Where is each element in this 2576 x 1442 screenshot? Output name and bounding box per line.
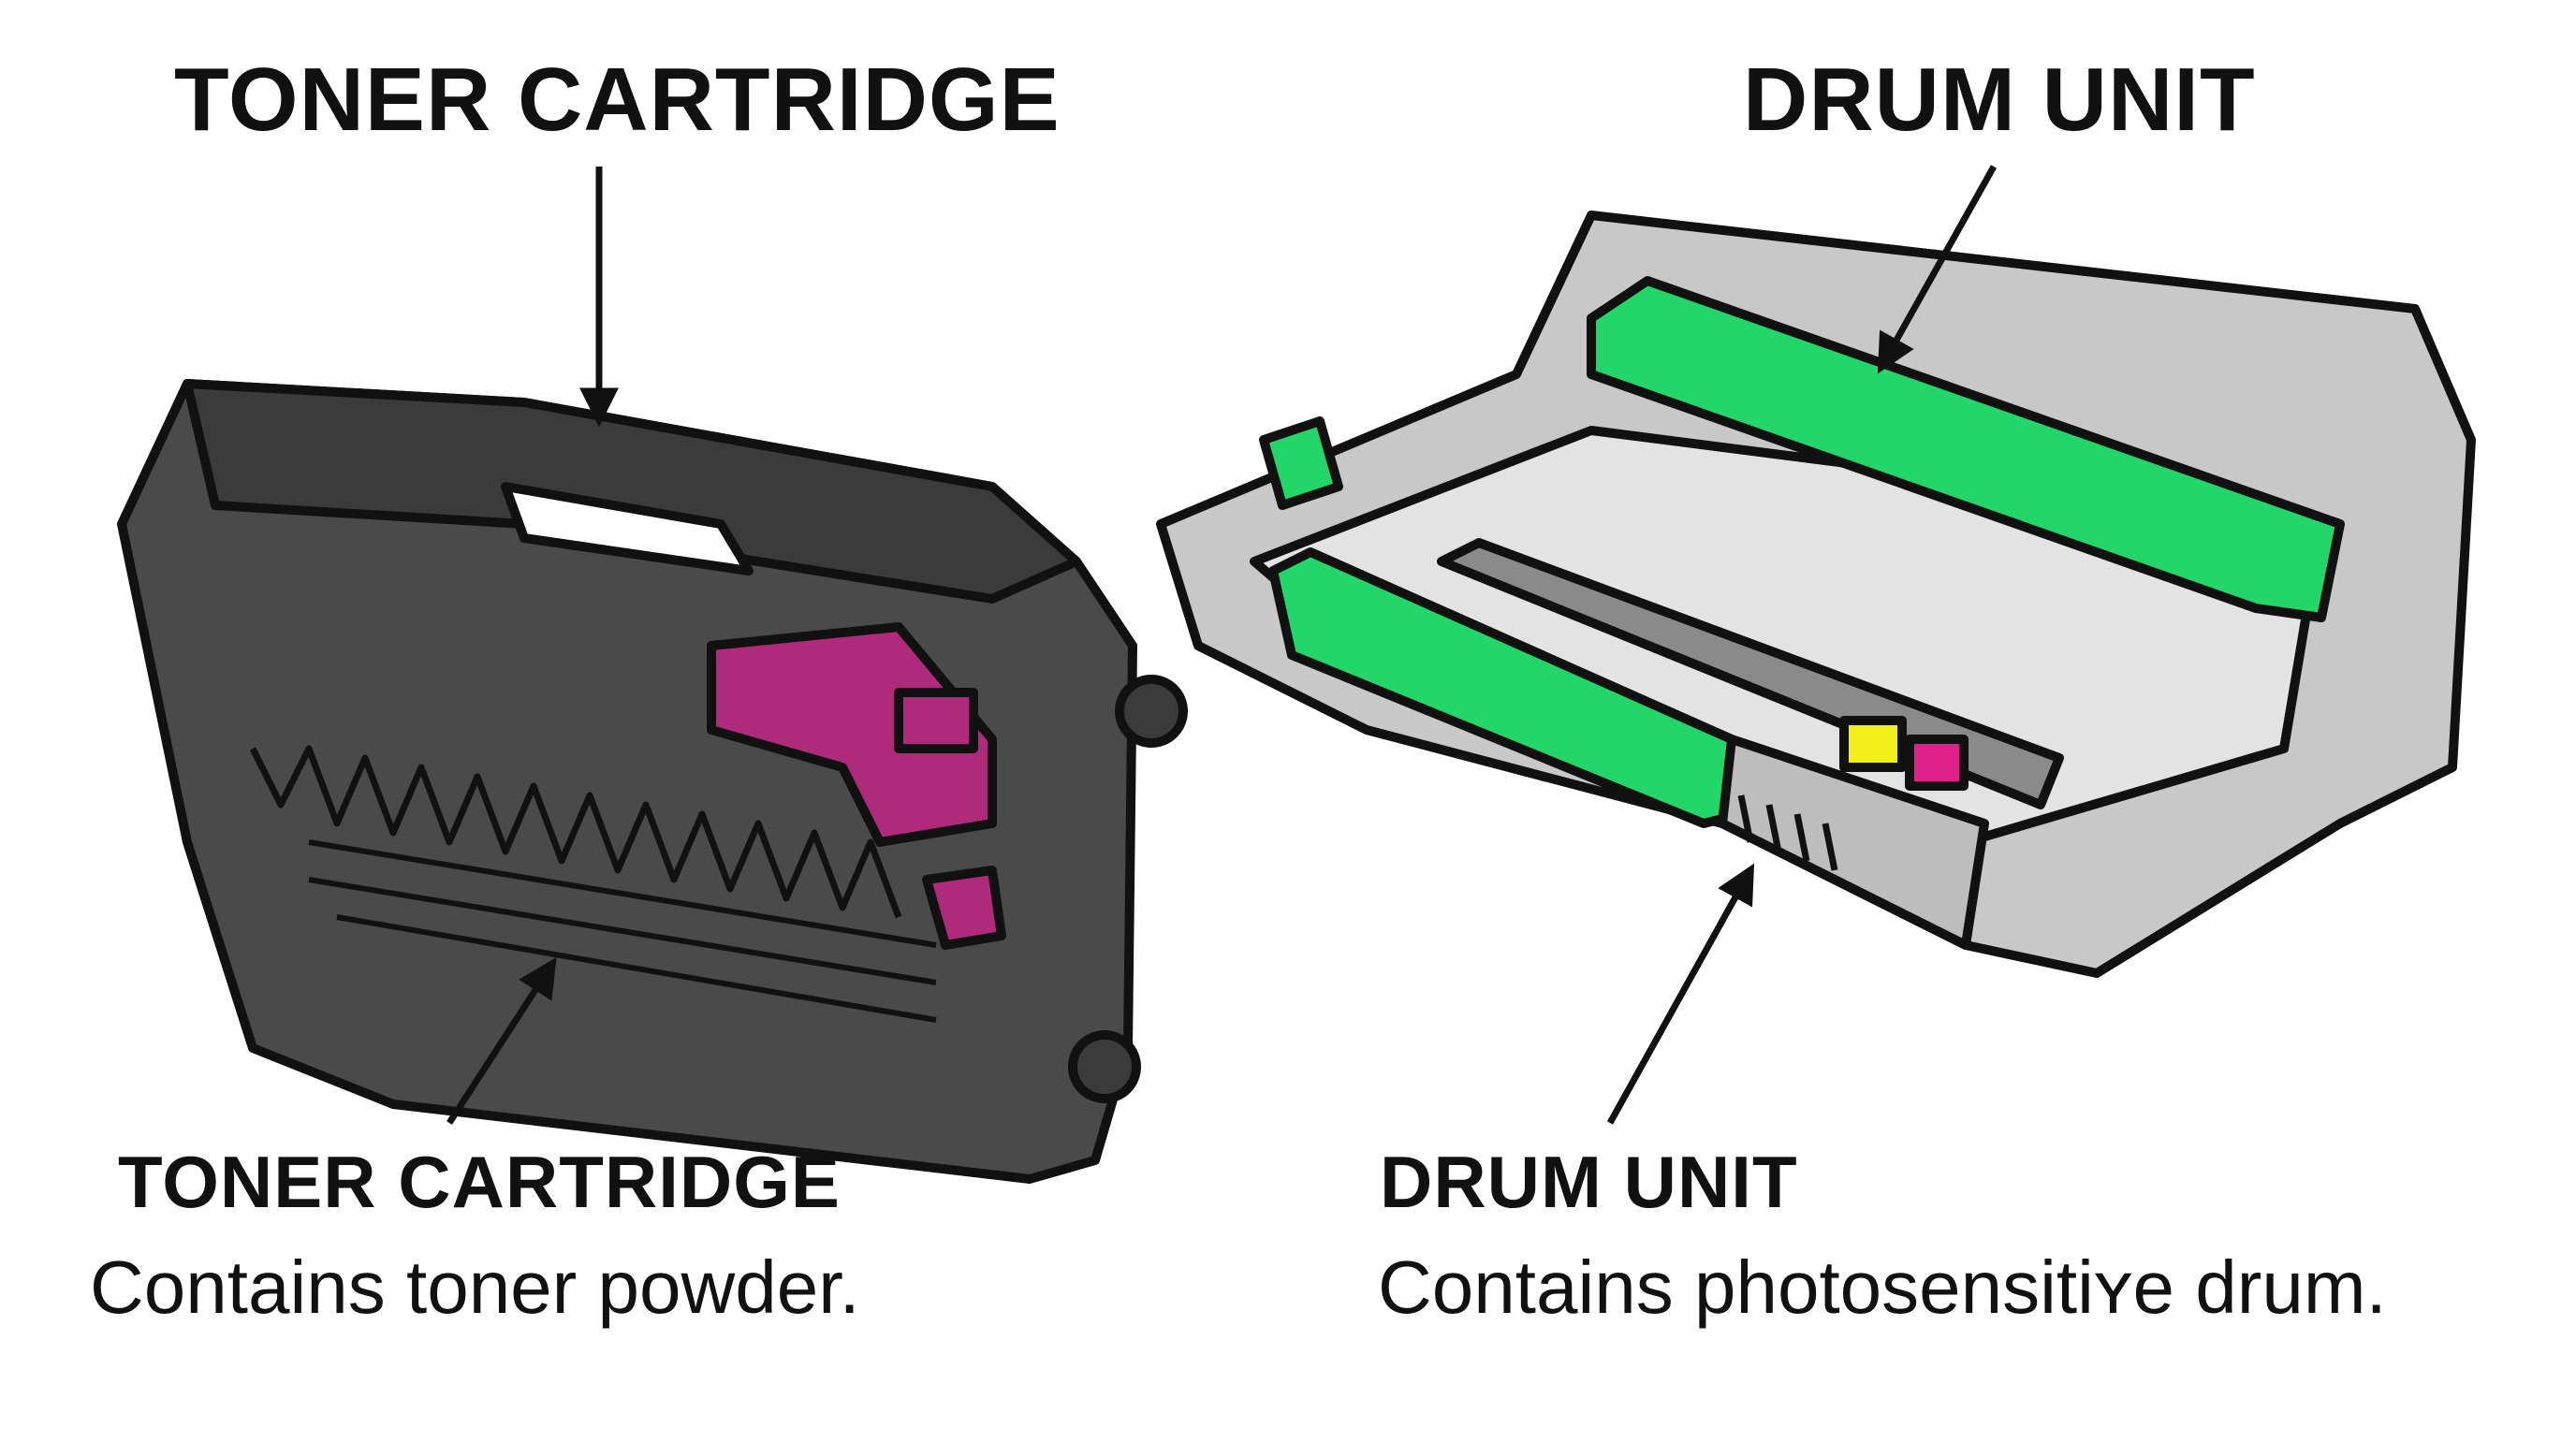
toner-description: Contains toner powder. [90, 1245, 860, 1329]
drum-magenta-accent [1905, 735, 1969, 791]
drum-title: DRUM UNIT [1743, 50, 2256, 150]
toner-side-knob-upper [1115, 675, 1188, 748]
toner-cartridge-illustration [117, 379, 1188, 1184]
drum-end-cap [1718, 735, 1989, 950]
toner-grille [308, 839, 937, 1023]
drum-description: Contains photosensitiʏe drum. [1378, 1245, 2387, 1329]
drum-callout-label: DRUM UNIT [1380, 1141, 1798, 1223]
toner-title: TONER CARTRIDGE [174, 50, 1061, 150]
arrows [446, 165, 1998, 1125]
photosensitive-drum [1587, 276, 2345, 622]
drum-title-arrow [1877, 165, 1998, 374]
toner-handle [501, 482, 754, 575]
drum-slots [1737, 794, 1838, 871]
toner-magenta-knob [894, 688, 978, 753]
toner-callout-label: TONER CARTRIDGE [118, 1141, 841, 1223]
drum-yellow-accent [1839, 716, 1907, 772]
drum-unit-illustration [1156, 211, 2476, 978]
toner-magenta-accent [707, 622, 997, 847]
toner-ribs [249, 745, 902, 919]
drum-green-tab [1259, 416, 1343, 510]
toner-callout-arrow [446, 956, 557, 1125]
drum-callout-arrow [1606, 863, 1755, 1125]
toner-side-knob-lower [1068, 1030, 1141, 1103]
toner-magenta-gear [922, 866, 1006, 950]
